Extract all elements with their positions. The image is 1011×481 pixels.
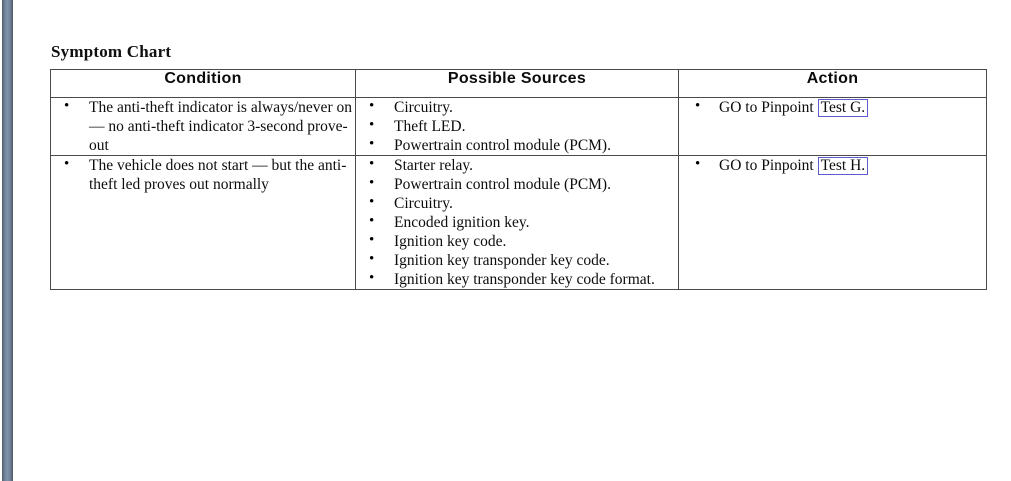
list-item: Ignition key transponder key code format… bbox=[356, 269, 678, 289]
cell-action: GO to Pinpoint Test H. bbox=[678, 155, 987, 290]
list-item: Powertrain control module (PCM). bbox=[356, 135, 678, 155]
list-item: Circuitry. bbox=[356, 193, 678, 213]
action-text: GO to Pinpoint bbox=[719, 157, 818, 174]
condition-bullet-list: The vehicle does not start — but the ant… bbox=[51, 155, 355, 194]
cell-possible-sources: Starter relay. Powertrain control module… bbox=[355, 155, 679, 290]
pinpoint-test-link[interactable]: Test G. bbox=[817, 99, 869, 117]
list-item: Theft LED. bbox=[356, 116, 678, 136]
page-title: Symptom Chart bbox=[51, 42, 172, 61]
list-item: Starter relay. bbox=[356, 155, 678, 175]
list-item: Ignition key code. bbox=[356, 231, 678, 251]
column-header-possible-sources: Possible Sources bbox=[355, 69, 679, 98]
table-row: The anti-theft indicator is always/never… bbox=[50, 97, 987, 156]
action-bullet-list: GO to Pinpoint Test H. bbox=[679, 155, 986, 175]
action-bullet-list: GO to Pinpoint Test G. bbox=[679, 97, 986, 117]
cell-possible-sources: Circuitry. Theft LED. Powertrain control… bbox=[355, 97, 679, 156]
sources-bullet-list: Circuitry. Theft LED. Powertrain control… bbox=[356, 97, 678, 155]
list-item: GO to Pinpoint Test H. bbox=[679, 155, 986, 175]
cell-condition: The anti-theft indicator is always/never… bbox=[50, 97, 356, 156]
pinpoint-test-link[interactable]: Test H. bbox=[817, 157, 869, 175]
page-edge-binding-bar bbox=[2, 0, 13, 481]
cell-action: GO to Pinpoint Test G. bbox=[678, 97, 987, 156]
list-item: GO to Pinpoint Test G. bbox=[679, 97, 986, 117]
table-header-row: Condition Possible Sources Action bbox=[50, 69, 987, 98]
list-item: The vehicle does not start — but the ant… bbox=[51, 155, 355, 194]
action-text: GO to Pinpoint bbox=[719, 99, 818, 116]
list-item: Encoded ignition key. bbox=[356, 212, 678, 232]
column-header-action: Action bbox=[678, 69, 987, 98]
sources-bullet-list: Starter relay. Powertrain control module… bbox=[356, 155, 678, 289]
list-item: The anti-theft indicator is always/never… bbox=[51, 97, 355, 155]
symptom-chart-table: Condition Possible Sources Action The an… bbox=[50, 69, 987, 290]
list-item: Ignition key transponder key code. bbox=[356, 250, 678, 270]
condition-bullet-list: The anti-theft indicator is always/never… bbox=[51, 97, 355, 155]
table-row: The vehicle does not start — but the ant… bbox=[50, 155, 987, 290]
list-item: Powertrain control module (PCM). bbox=[356, 174, 678, 194]
column-header-condition: Condition bbox=[50, 69, 356, 98]
cell-condition: The vehicle does not start — but the ant… bbox=[50, 155, 356, 290]
list-item: Circuitry. bbox=[356, 97, 678, 117]
